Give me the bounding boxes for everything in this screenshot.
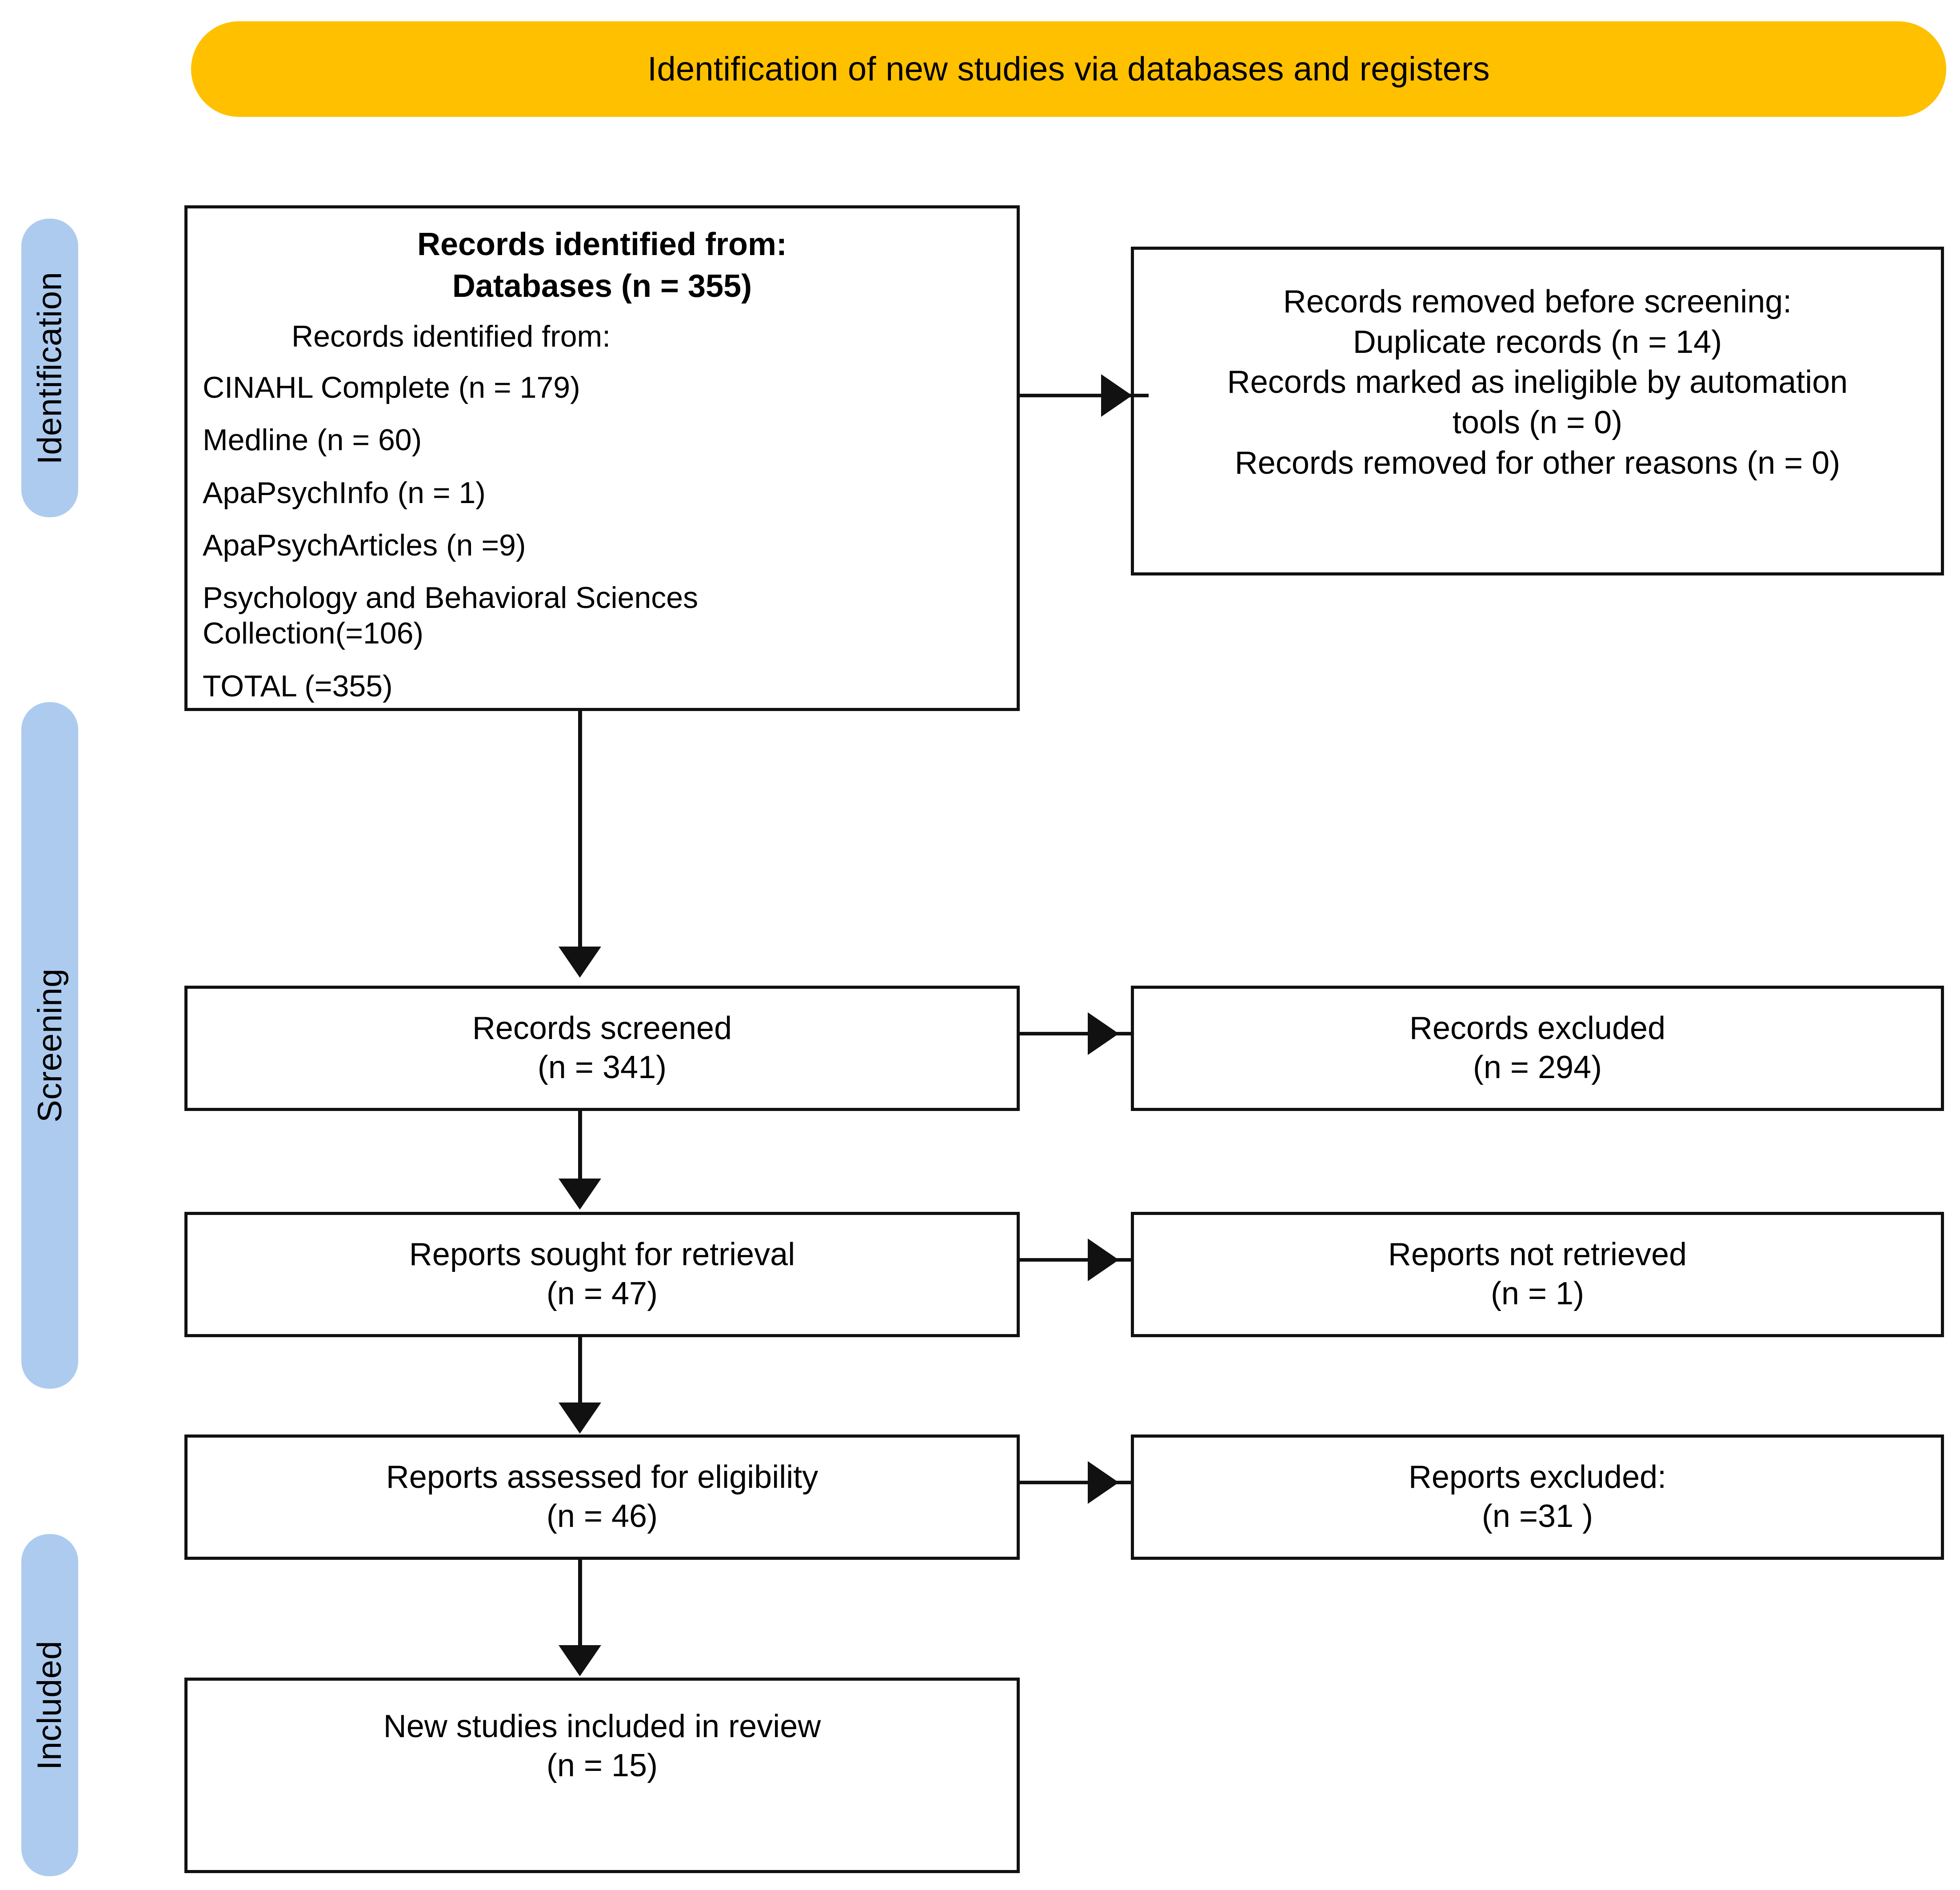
node-reports-excluded-count: (n =31 ) <box>1481 1498 1593 1534</box>
arrowhead-screened-to-excluded <box>1088 1012 1119 1055</box>
node-reports-not-retrieved: Reports not retrieved (n = 1) <box>1131 1212 1944 1337</box>
node-records-removed-line3: Records marked as ineligible by automati… <box>1227 364 1848 400</box>
node-records-removed-line4: tools (n = 0) <box>1452 405 1623 441</box>
node-records-removed-line2: Duplicate records (n = 14) <box>1353 324 1722 360</box>
node-records-screened: Records screened (n = 341) <box>184 986 1020 1111</box>
arrowhead-sought-to-assessed <box>559 1403 601 1434</box>
stage-tab-identification-label: Identification <box>31 272 69 464</box>
node-reports-assessed-label: Reports assessed for eligibility <box>386 1459 818 1495</box>
node-records-screened-label: Records screened <box>472 1011 732 1047</box>
list-item: ApaPsychInfo (n = 1) <box>203 475 486 510</box>
list-item: CINAHL Complete (n = 179) <box>203 371 580 405</box>
node-records-excluded-count: (n = 294) <box>1473 1050 1602 1085</box>
stage-tab-screening: Screening <box>21 702 78 1389</box>
node-records-identified-source-list: CINAHL Complete (n = 179) Medline (n = 6… <box>203 370 1002 704</box>
node-reports-not-retrieved-count: (n = 1) <box>1490 1276 1585 1311</box>
node-records-removed-before-screening: Records removed before screening: Duplic… <box>1131 247 1944 575</box>
node-new-studies-included-count: (n = 15) <box>546 1747 658 1783</box>
list-item: Medline (n = 60) <box>203 423 422 457</box>
arrowhead-assessed-to-newstudies <box>559 1645 601 1676</box>
arrowhead-sought-to-notretrieved <box>1088 1239 1119 1281</box>
arrowhead-screened-to-sought <box>559 1179 601 1210</box>
connector-screened-to-sought <box>578 1111 582 1182</box>
stage-tab-identification: Identification <box>21 219 78 517</box>
node-reports-sought: Reports sought for retrieval (n = 47) <box>184 1212 1020 1337</box>
connector-assessed-to-newstudies <box>578 1560 582 1649</box>
node-records-removed-line5: Records removed for other reasons (n = 0… <box>1234 445 1840 481</box>
arrowhead-assessed-to-repexcluded <box>1088 1461 1119 1504</box>
node-records-identified-heading-line1: Records identified from: <box>417 227 787 262</box>
list-item: ApaPsychArticles (n =9) <box>203 528 526 562</box>
connector-sought-to-notretrieved <box>1020 1258 1131 1262</box>
node-new-studies-included-label: New studies included in review <box>383 1709 821 1744</box>
node-reports-assessed-count: (n = 46) <box>546 1498 658 1534</box>
node-new-studies-included: New studies included in review (n = 15) <box>184 1678 1020 1873</box>
connector-identified-to-screened <box>578 711 582 951</box>
stage-tab-included: Included <box>21 1534 78 1876</box>
node-records-removed-line1: Records removed before screening: <box>1283 284 1792 320</box>
node-records-identified-heading-line2: Databases (n = 355) <box>452 268 752 304</box>
node-reports-excluded: Reports excluded: (n =31 ) <box>1131 1434 1944 1560</box>
node-reports-sought-label: Reports sought for retrieval <box>409 1237 795 1273</box>
banner-title: Identification of new studies via databa… <box>647 50 1490 88</box>
stage-tab-screening-label: Screening <box>31 968 69 1123</box>
arrowhead-identified-to-screened <box>559 947 601 978</box>
connector-sought-to-assessed <box>578 1337 582 1406</box>
list-item: TOTAL (=355) <box>203 669 393 703</box>
connector-identified-to-removed <box>1020 394 1149 397</box>
node-reports-not-retrieved-label: Reports not retrieved <box>1388 1237 1687 1273</box>
list-item: Psychology and Behavioral Sciences Colle… <box>203 581 699 651</box>
node-records-screened-count: (n = 341) <box>537 1050 667 1085</box>
node-records-identified: Records identified from: Databases (n = … <box>184 205 1020 711</box>
connector-assessed-to-repexcluded <box>1020 1481 1131 1484</box>
node-reports-assessed: Reports assessed for eligibility (n = 46… <box>184 1434 1020 1560</box>
stage-tab-included-label: Included <box>31 1640 69 1770</box>
node-reports-sought-count: (n = 47) <box>546 1276 658 1311</box>
node-reports-excluded-label: Reports excluded: <box>1408 1459 1667 1495</box>
arrowhead-identified-to-removed <box>1101 374 1132 417</box>
connector-screened-to-excluded <box>1020 1032 1131 1035</box>
diagram-header-banner: Identification of new studies via databa… <box>191 21 1946 117</box>
node-records-identified-subintro: Records identified from: <box>291 319 611 353</box>
node-records-excluded-label: Records excluded <box>1409 1011 1666 1047</box>
node-records-excluded: Records excluded (n = 294) <box>1131 986 1944 1111</box>
